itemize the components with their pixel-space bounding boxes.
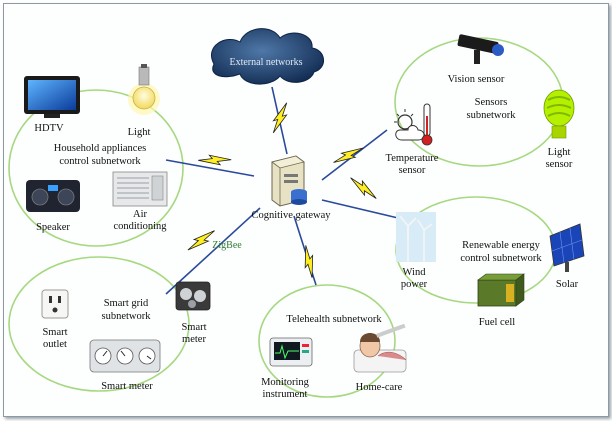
sensors-title-line2: subnetwork [467,110,517,121]
air-label-line1: Air [133,209,148,220]
cloud-icon [211,28,324,85]
gateway-label: Cognitive gateway [251,210,331,221]
telehealth-ring [258,284,396,398]
diagram-frame: External networks Cognitive gateway ZigB… [3,3,609,417]
solar-label: Solar [556,279,579,290]
link-smartgrid [165,207,261,295]
wind-label-line2: power [401,279,428,290]
link-telehealth [293,215,317,286]
smart-outlet-label-line1: Smart [42,327,67,338]
cloud-label: External networks [229,57,302,68]
monitoring-label-line1: Monitoring [261,377,310,388]
renewable-title-line2: control subnetwork [460,253,542,264]
light-sensor-label-line1: Light [548,147,571,158]
wireless-bolt-icon [296,244,322,280]
smart-meter-small-icon [175,281,211,311]
wind-turbine-icon [396,212,436,262]
monitoring-label-line2: instrument [263,389,308,400]
air-label-line2: conditioning [113,221,167,232]
wireless-bolt-icon [331,139,365,171]
smart-outlet-icon [41,289,69,319]
smartgrid-title-line1: Smart grid [104,298,149,309]
link-renewable [321,199,399,219]
vision-sensor-icon [457,34,504,64]
household-title-line1: Household appliances [54,143,146,154]
household-title-line2: control subnetwork [59,156,141,167]
vision-sensor-label: Vision sensor [448,74,505,85]
wind-label-line1: Wind [403,267,427,278]
speaker-icon [26,180,80,212]
light-sensor-label-line2: sensor [546,159,573,170]
temperature-label-line2: sensor [399,165,426,176]
home-care-label: Home-care [356,382,403,393]
smart-meter-small-label-line1: Smart [181,322,206,333]
sensors-title-line1: Sensors [475,97,508,108]
smart-meter-label: Smart meter [101,381,153,392]
wireless-bolt-icon [345,175,381,201]
smartgrid-ring [8,256,190,392]
light-label: Light [128,127,151,138]
renewable-title-line1: Renewable energy [462,240,540,251]
network-diagram: External networks Cognitive gateway ZigB… [8,28,585,400]
zigbee-label: ZigBee [212,240,242,251]
light-sensor-bulb-icon [543,89,575,139]
smartgrid-title-line2: subnetwork [102,311,152,322]
temperature-sensor-icon [394,103,433,146]
household-ring [8,89,184,247]
smart-outlet-label-line2: outlet [43,339,67,350]
wireless-bolt-icon [270,100,290,136]
temperature-label-line1: Temperature [386,153,439,164]
solar-panel-icon [549,223,585,272]
home-care-patient-icon [353,323,407,373]
smart-meter-small-label-line2: meter [182,334,206,345]
telehealth-title: Telehealth subnetwork [286,314,382,325]
smart-meter-icon [89,339,161,373]
monitoring-instrument-icon [269,337,313,367]
gateway-server-icon [271,155,307,207]
link-sensors [321,129,388,181]
fuel-cell-icon [477,273,525,307]
speaker-label: Speaker [36,222,70,233]
hdtv-icon [24,76,80,118]
air-conditioner-icon [112,171,168,207]
hdtv-label: HDTV [34,123,64,134]
fuel-cell-label: Fuel cell [479,317,516,328]
gateway-links [165,86,399,295]
link-household [165,159,255,177]
light-bulb-icon [128,64,160,115]
